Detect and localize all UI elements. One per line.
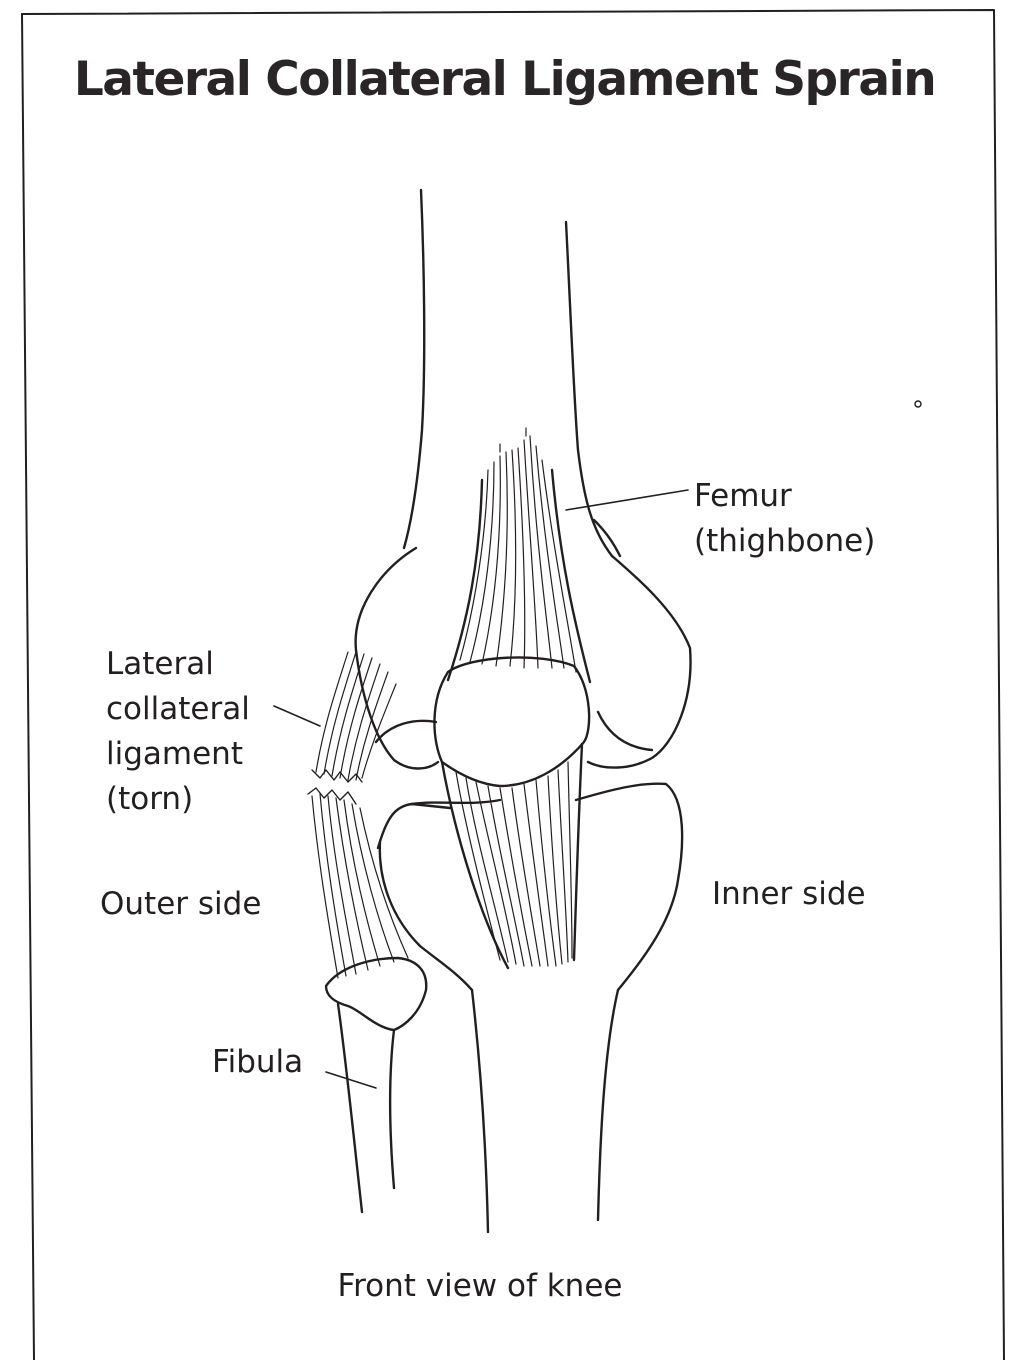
diagram-title: Lateral Collateral Ligament Sprain (0, 52, 1009, 107)
ligament-lower (312, 794, 408, 978)
lateral-condyle (356, 548, 438, 769)
ligament-lower-tear (308, 788, 356, 804)
ligament-upper-tear (312, 770, 362, 782)
tibia-left-side (380, 842, 472, 990)
page-border-left (22, 14, 34, 1360)
patellar-tendon-right (574, 744, 582, 960)
inner-side-label: Inner side (712, 872, 866, 917)
tibia-shaft-right (598, 990, 618, 1220)
tendon-right-edge (552, 470, 590, 682)
fibula-shaft-right (390, 1030, 394, 1188)
patellar-tendon (456, 762, 572, 966)
lateral-condyle-inner (376, 721, 436, 742)
medial-condyle (588, 556, 691, 768)
patellar-tendon-left (442, 762, 508, 968)
fibula-label: Fibula (212, 1040, 303, 1085)
ligament-leader-line (274, 706, 320, 726)
fibula-shaft-left (338, 1004, 362, 1212)
paper-speck (915, 401, 921, 407)
ligament-label: Lateral collateral ligament (torn) (106, 642, 250, 822)
patella (434, 657, 589, 786)
tibia-shaft-left (472, 990, 488, 1232)
outer-side-label: Outer side (100, 882, 261, 927)
fibula-leader-line (326, 1072, 376, 1088)
tibia-plateau-line (412, 800, 500, 804)
femur-label: Femur (thighbone) (694, 474, 875, 564)
ligament-upper (316, 652, 396, 780)
femur-shaft-left (404, 190, 424, 548)
diagram-caption: Front view of knee (0, 1268, 960, 1304)
medial-condyle-inner (598, 712, 652, 750)
